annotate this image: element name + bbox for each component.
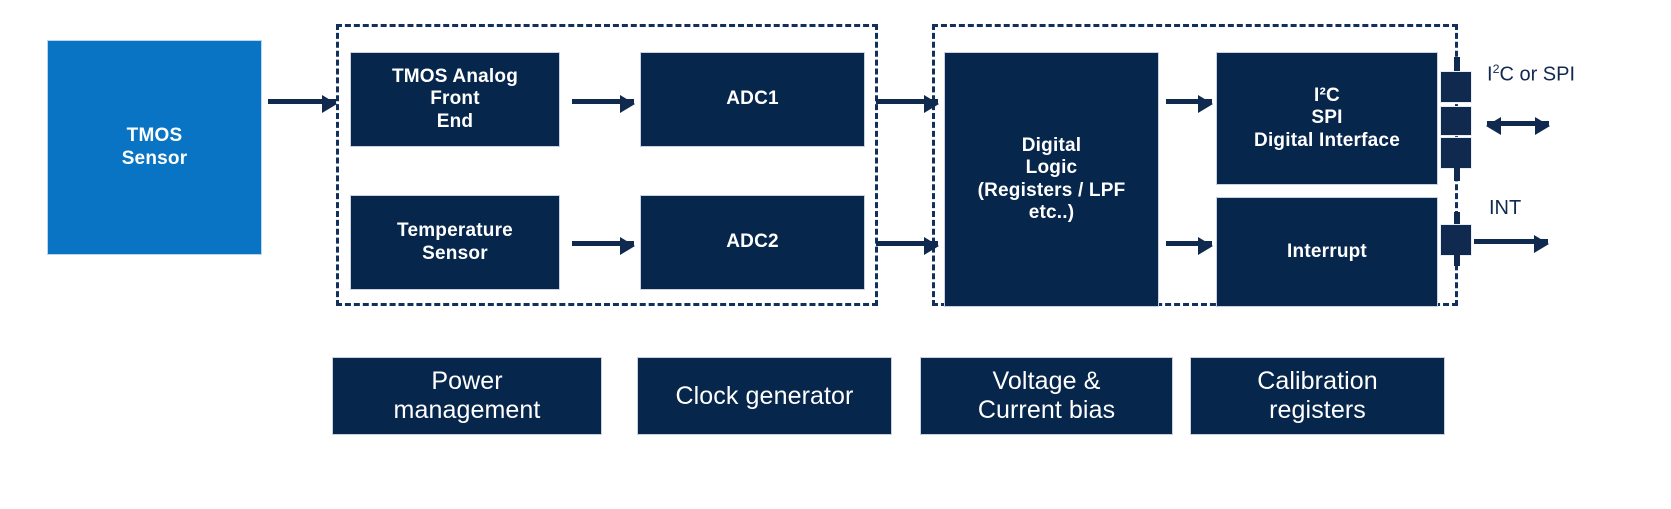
voltage-current-bias-block[interactable]: Voltage & Current bias — [920, 357, 1173, 435]
arrow-tempsensor-to-adc2 — [572, 236, 635, 255]
interrupt-label: INT — [1489, 197, 1522, 219]
digital-interface-block[interactable]: I²C SPI Digital Interface — [1216, 52, 1438, 185]
adc2-block[interactable]: ADC2 — [640, 195, 865, 290]
arrow-logic-to-interface — [1166, 94, 1213, 113]
serial-label-suffix: C or SPI — [1499, 63, 1576, 86]
pad-stub-int-top — [1454, 212, 1460, 226]
power-management-block[interactable]: Power management — [332, 357, 602, 435]
io-pad-serial-1[interactable] — [1440, 71, 1472, 103]
tmos-analog-front-end-block[interactable]: TMOS Analog Front End — [350, 52, 560, 147]
arrow-serial-bidirectional — [1486, 116, 1550, 135]
tmos-sensor-block[interactable]: TMOS Sensor — [47, 40, 262, 255]
analog-section-outline — [336, 24, 878, 306]
pad-stub-int-bottom — [1454, 254, 1460, 266]
pad-stub-serial-bottom — [1454, 167, 1460, 181]
serial-label-prefix: I — [1487, 63, 1493, 86]
io-pad-interrupt[interactable] — [1440, 224, 1472, 256]
arrow-adc2-to-digital-logic — [876, 236, 939, 255]
arrow-interrupt-output — [1474, 234, 1549, 253]
io-pad-serial-3[interactable] — [1440, 137, 1472, 169]
arrow-sensor-to-afe — [268, 94, 337, 113]
serial-label-superscript: 2 — [1492, 62, 1500, 76]
clock-generator-block[interactable]: Clock generator — [637, 357, 892, 435]
digital-logic-block[interactable]: Digital Logic (Registers / LPF etc..) — [944, 52, 1159, 307]
temperature-sensor-block[interactable]: Temperature Sensor — [350, 195, 560, 290]
calibration-registers-block[interactable]: Calibration registers — [1190, 357, 1445, 435]
serial-interface-label: I2C or SPI — [1487, 62, 1575, 87]
adc1-block[interactable]: ADC1 — [640, 52, 865, 147]
interrupt-block[interactable]: Interrupt — [1216, 197, 1438, 307]
arrow-afe-to-adc1 — [572, 94, 635, 113]
io-pad-serial-2[interactable] — [1440, 106, 1472, 136]
arrow-adc1-to-digital-logic — [876, 94, 939, 113]
arrow-logic-to-interrupt — [1166, 236, 1213, 255]
pad-stub-serial-top — [1454, 57, 1460, 73]
